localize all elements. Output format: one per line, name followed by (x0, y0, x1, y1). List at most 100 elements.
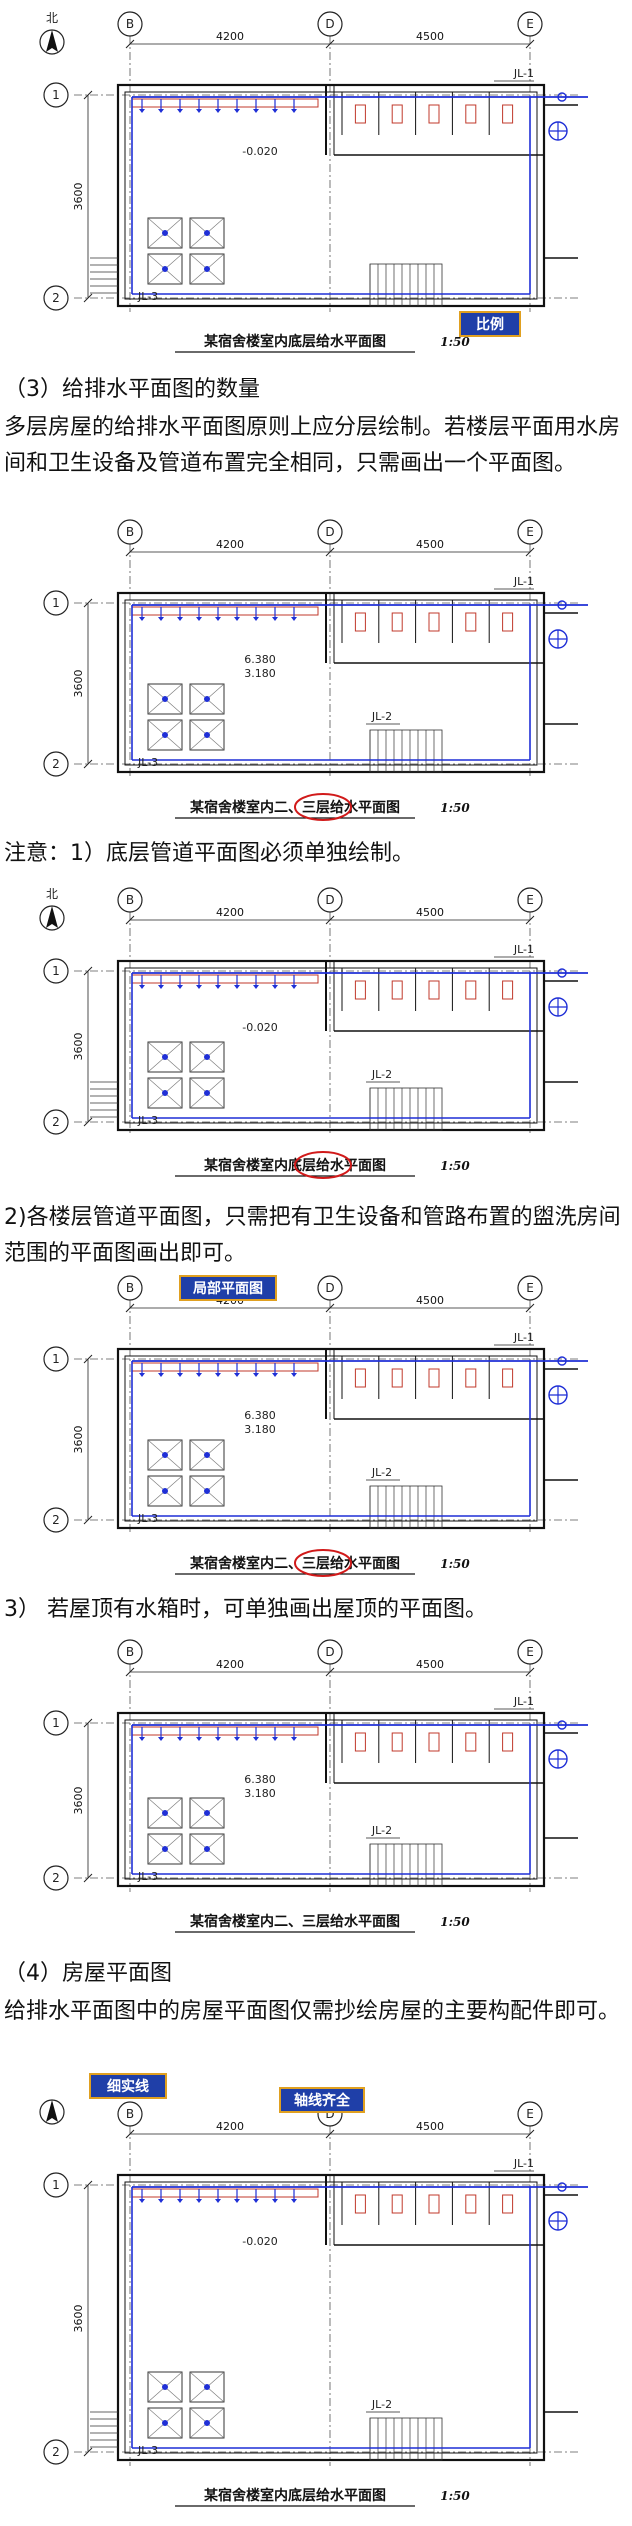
shower-stall (189, 1475, 225, 1507)
faucet-head (234, 1737, 240, 1741)
dimension-tick (83, 90, 93, 100)
toilet-fixture (391, 1732, 403, 1752)
dimension-3600: 3600 (72, 2305, 85, 2333)
north-arrow-icon (46, 2100, 58, 2122)
shower-stall (147, 2407, 183, 2439)
shower-head (204, 1452, 210, 1458)
riser-label-jl1: JL-1 (513, 575, 534, 588)
axis-b-label-circle (117, 519, 143, 545)
shower-head (162, 1090, 168, 1096)
axis-2-label-circle (43, 1507, 69, 1533)
dimension-tick (83, 598, 93, 608)
dimension-tick (525, 915, 535, 925)
shower-head (162, 1054, 168, 1060)
dimension-tick (325, 39, 335, 49)
toilet-fixture (391, 980, 403, 1000)
riser-label-jl3: JL-3 (137, 290, 158, 303)
toilet-fixture (465, 1368, 477, 1388)
callout-badge: 局部平面图 (193, 1280, 263, 1297)
toilet-fixture (502, 612, 514, 632)
dimension-4200: 4200 (216, 1658, 244, 1671)
axis-2-label-circle (43, 285, 69, 311)
outer-wall (116, 591, 546, 774)
dimension-3600: 3600 (72, 183, 85, 211)
shower-head (204, 1054, 210, 1060)
shower-head (162, 230, 168, 236)
riser-label-jl2: JL-2 (371, 1068, 392, 1081)
dimension-tick (83, 759, 93, 769)
section-title: （4）房屋平面图 (4, 1961, 172, 1986)
faucet-head (139, 1737, 145, 1741)
faucet-head (139, 1373, 145, 1377)
riser-label-jl3: JL-3 (137, 1512, 158, 1525)
paragraph: 给排水平面图中的房屋平面图仅需抄绘房屋的主要构配件即可。 (4, 1999, 621, 2024)
highlight-ellipse (294, 793, 352, 821)
staircase (369, 729, 443, 773)
shower-head (162, 1488, 168, 1494)
faucet-head (215, 985, 221, 989)
dimension-4500: 4500 (416, 1658, 444, 1671)
figure-scale: 1:50 (440, 1557, 470, 1571)
riser-label-jl1: JL-1 (513, 1695, 534, 1708)
toilet-fixture (502, 104, 514, 124)
toilet-fixture (502, 1732, 514, 1752)
axis-e-label: E (526, 893, 534, 907)
faucet-head (253, 1737, 259, 1741)
axis-2-label: 2 (52, 1871, 60, 1885)
faucet-head (291, 2199, 297, 2203)
axis-2-label: 2 (52, 757, 60, 771)
valve-symbol (557, 1720, 567, 1730)
shower-head (204, 696, 210, 702)
callout-badge: 细实线 (107, 2078, 149, 2095)
faucet-head (253, 2199, 259, 2203)
axis-1-label: 1 (52, 88, 60, 102)
shower-stall (147, 683, 183, 715)
dimension-4500: 4500 (416, 2120, 444, 2133)
callout-badge: 轴线齐全 (294, 2092, 351, 2109)
axis-2-label-circle (43, 1865, 69, 1891)
elevation-label: 6.380 (244, 1409, 276, 1422)
shower-head (162, 2420, 168, 2426)
dimension-3600: 3600 (72, 670, 85, 698)
valve-symbol (557, 2182, 567, 2192)
faucet-head (158, 2199, 164, 2203)
dimension-tick (525, 547, 535, 557)
dimension-tick (83, 1515, 93, 1525)
axis-2-label-circle (43, 2439, 69, 2465)
figure-scale: 1:50 (440, 2489, 470, 2503)
paragraph: 多层房屋的给排水平面图原则上应分层绘制。若楼层平面用水房间和卫生设备及管道布置完… (4, 415, 621, 476)
figure-scale: 1:50 (440, 1915, 470, 1929)
dimension-tick (525, 1667, 535, 1677)
shower-stall (147, 719, 183, 751)
figure-scale: 1:50 (440, 801, 470, 815)
staircase (369, 1087, 443, 1131)
shower-stall (147, 217, 183, 249)
riser-label-jl3: JL-3 (137, 1870, 158, 1883)
toilet-fixture (465, 612, 477, 632)
toilet-fixture (465, 104, 477, 124)
toilet-fixture (354, 612, 366, 632)
dimension-tick (125, 547, 135, 557)
toilet-fixture (391, 1368, 403, 1388)
figure-caption: 某宿舍楼室内底层给水平面图 (204, 333, 386, 350)
faucet-head (177, 617, 183, 621)
faucet-head (291, 617, 297, 621)
axis-1-label-circle (43, 1346, 69, 1372)
dimension-tick (125, 39, 135, 49)
toilet-fixture (354, 1368, 366, 1388)
toilet-fixture (502, 980, 514, 1000)
shower-stall (147, 1041, 183, 1073)
shower-head (162, 1452, 168, 1458)
shower-head (204, 230, 210, 236)
riser-label-jl3: JL-3 (137, 2444, 158, 2457)
shower-stall (147, 1077, 183, 1109)
dimension-4500: 4500 (416, 30, 444, 43)
faucet-head (177, 1737, 183, 1741)
toilet-fixture (391, 612, 403, 632)
axis-b-label: B (126, 1281, 134, 1295)
callout-badge-box (179, 1275, 277, 1301)
